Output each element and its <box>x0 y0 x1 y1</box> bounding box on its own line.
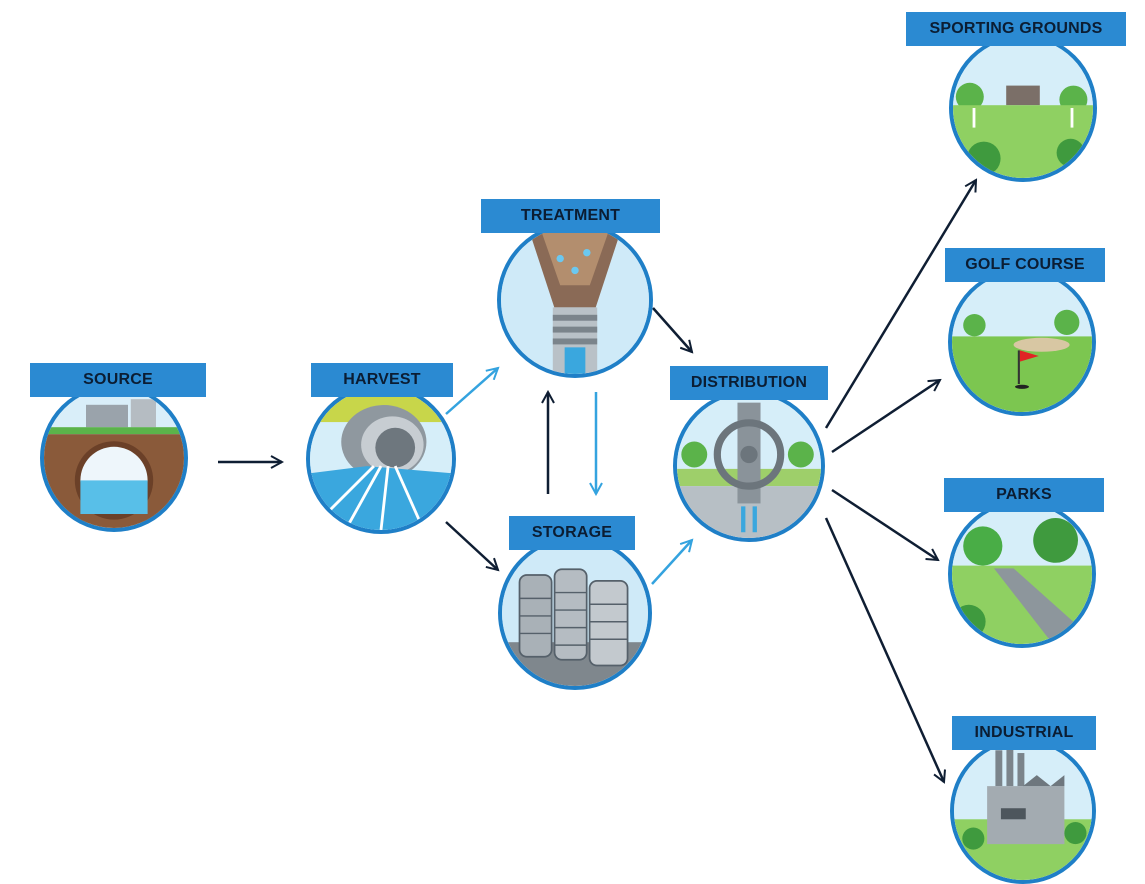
parks-label: PARKS <box>944 478 1104 512</box>
harvest-label: HARVEST <box>311 363 453 397</box>
arrow-treatment-to-distribution <box>652 307 692 352</box>
sporting-grounds-label: SPORTING GROUNDS <box>906 12 1126 46</box>
arrow-harvest-to-treatment <box>445 368 498 415</box>
harvest-illustration <box>306 384 456 534</box>
treatment-illustration <box>497 222 653 378</box>
arrow-distribution-to-golf-course <box>831 380 940 454</box>
storage-label: STORAGE <box>509 516 635 550</box>
golf-course-label: GOLF COURSE <box>945 248 1105 282</box>
industrial-illustration <box>950 738 1096 884</box>
distribution-illustration <box>673 390 825 542</box>
source-illustration <box>40 384 188 532</box>
arrow-distribution-to-parks <box>831 488 938 560</box>
parks-illustration <box>948 500 1096 648</box>
treatment-label: TREATMENT <box>481 199 660 233</box>
golf-course-illustration <box>948 268 1096 416</box>
arrow-storage-to-distribution <box>651 540 692 585</box>
arrow-distribution-to-industrial <box>824 517 944 782</box>
source-label: SOURCE <box>30 363 206 397</box>
arrow-distribution-to-sporting-grounds <box>824 180 976 429</box>
storage-illustration <box>498 536 652 690</box>
sporting-grounds-illustration <box>949 34 1097 182</box>
industrial-label: INDUSTRIAL <box>952 716 1096 750</box>
distribution-label: DISTRIBUTION <box>670 366 828 400</box>
arrow-harvest-to-storage <box>445 521 498 570</box>
